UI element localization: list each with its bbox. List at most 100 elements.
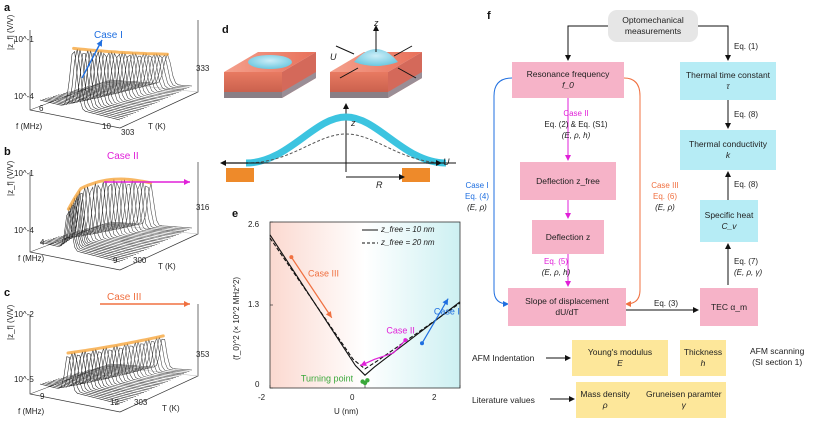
panel-c-t-tick2: 353 [196, 350, 210, 359]
waterfall-trace [58, 349, 139, 396]
waterfall-trace [73, 184, 155, 246]
panel-a-t-tick2: 333 [196, 64, 210, 73]
waterfall-trace [86, 345, 169, 382]
eq7-params: (E, ρ, γ) [734, 268, 763, 277]
annotation-2: Case I [434, 307, 460, 317]
d-z-section: z [351, 118, 356, 128]
slope-box: Slope of displacement dU/dT [508, 288, 626, 326]
eq7: Eq. (7) [734, 257, 759, 266]
waterfall-trace [94, 343, 177, 378]
e-ytick-mid: 1.3 [248, 300, 260, 309]
panel-b-ztick-top: 10^-1 [14, 169, 34, 178]
panel-c-f-label: f (MHz) [18, 407, 45, 416]
waterfall-trace [65, 348, 147, 392]
waterfall-c [29, 301, 199, 413]
waterfall-trace [71, 52, 153, 106]
waterfall-trace [84, 179, 166, 241]
waterfall-trace [84, 343, 166, 383]
waterfall-trace [39, 50, 121, 121]
panel-c-f-tick2: 12 [110, 398, 119, 407]
arrow-head [442, 298, 449, 306]
d-z-top: z [374, 18, 379, 28]
panel-c-t-label: T (K) [162, 404, 180, 413]
waterfall-trace [60, 192, 142, 253]
waterfall-trace [76, 181, 158, 245]
arrow-start-dot [420, 341, 424, 346]
thickness-label: Thickness [683, 347, 723, 358]
waterfall-trace [81, 183, 163, 243]
waterfall-trace [81, 344, 163, 385]
cross-section [220, 103, 456, 182]
panel-b-case-label: Case II [107, 151, 139, 162]
case3-params: (E, ρ) [655, 203, 675, 212]
slope-label: Slope of displacement [525, 296, 609, 307]
e-legend-1: z_free = 10 nm [381, 225, 435, 234]
thickness-box: Thickness h [680, 340, 726, 376]
e-ylabel: (f_0)^2 (× 10^2 MHz^2) [232, 276, 241, 360]
specific-heat-label: Specific heat [704, 210, 754, 221]
waterfall-trace [107, 336, 190, 372]
case1-params: (E, ρ) [467, 203, 487, 212]
waterfall-trace [50, 198, 131, 258]
resonance-symbol: f_0 [562, 80, 574, 90]
waterfall-trace [96, 179, 179, 235]
case-arrow [81, 39, 103, 79]
waterfall-trace [55, 53, 137, 113]
waterfall-trace [102, 53, 185, 91]
waterfall-trace [104, 181, 187, 231]
waterfall-trace [73, 53, 155, 104]
panel-a-f-tick2: 10 [102, 122, 111, 131]
youngs-box: Young's modulus E [572, 340, 668, 376]
case1-title: Case I [465, 181, 489, 190]
slope-symbol: dU/dT [555, 307, 579, 317]
youngs-label: Young's modulus [587, 347, 653, 358]
waterfall-trace [39, 356, 121, 405]
eq5-params: (E, ρ, h) [541, 268, 571, 277]
waterfall-trace [68, 186, 150, 249]
eq1: Eq. (1) [734, 42, 759, 51]
series-line-1 [269, 234, 461, 376]
d-r-label: R [376, 180, 383, 190]
waterfall-trace [99, 181, 182, 234]
waterfall-trace [50, 50, 131, 116]
eq5: Eq. (5) [543, 257, 568, 266]
arrow-head [325, 311, 332, 318]
waterfall-b [29, 162, 199, 271]
case-arrow-head [184, 179, 190, 185]
plot-background [270, 222, 460, 388]
e-xtick-mid: 0 [350, 393, 355, 402]
waterfall-trace [91, 52, 174, 96]
case-arrow-2 [421, 298, 449, 344]
panel-b-f-tick2: 9 [113, 256, 118, 265]
waterfall-trace [71, 182, 153, 248]
case2-title: Case II [563, 109, 589, 118]
thermal-cond-box: Thermal conductivity k [680, 130, 776, 170]
density-symbol: ρ [602, 400, 608, 410]
waterfall-trace [60, 349, 142, 395]
panel-a-f-tick1: 6 [39, 104, 44, 113]
waterfall-trace [102, 341, 185, 375]
afm-scan-line1: AFM scanning [750, 346, 805, 356]
waterfall-trace [45, 352, 126, 402]
waterfall-trace [96, 55, 179, 93]
panel-a-t-label: T (K) [148, 122, 166, 131]
thermal-time-symbol: τ [726, 81, 730, 91]
turning-point-dot [365, 378, 370, 383]
resonance-label: Resonance frequency [526, 69, 610, 80]
waterfall-trace [94, 184, 177, 236]
resonance-box: Resonance frequency f_0 [512, 62, 624, 98]
gruneisen-symbol: γ [681, 400, 686, 410]
waterfall-plots [29, 20, 199, 413]
panel-c-label: c [4, 287, 11, 299]
deflection-free-box: Deflection z_free [520, 162, 616, 200]
optomechanical-box: Optomechanical measurements [608, 10, 698, 42]
thickness-symbol: h [700, 358, 706, 368]
peak-ridge [66, 177, 153, 211]
panel-a-ztick-top: 10^-1 [14, 35, 34, 44]
panel-a-t-tick1: 303 [121, 128, 135, 137]
panel-b-t-tick2: 316 [196, 203, 210, 212]
waterfall-trace [89, 180, 171, 239]
waterfall-trace [55, 353, 137, 397]
deflection-box: Deflection z [532, 220, 604, 254]
